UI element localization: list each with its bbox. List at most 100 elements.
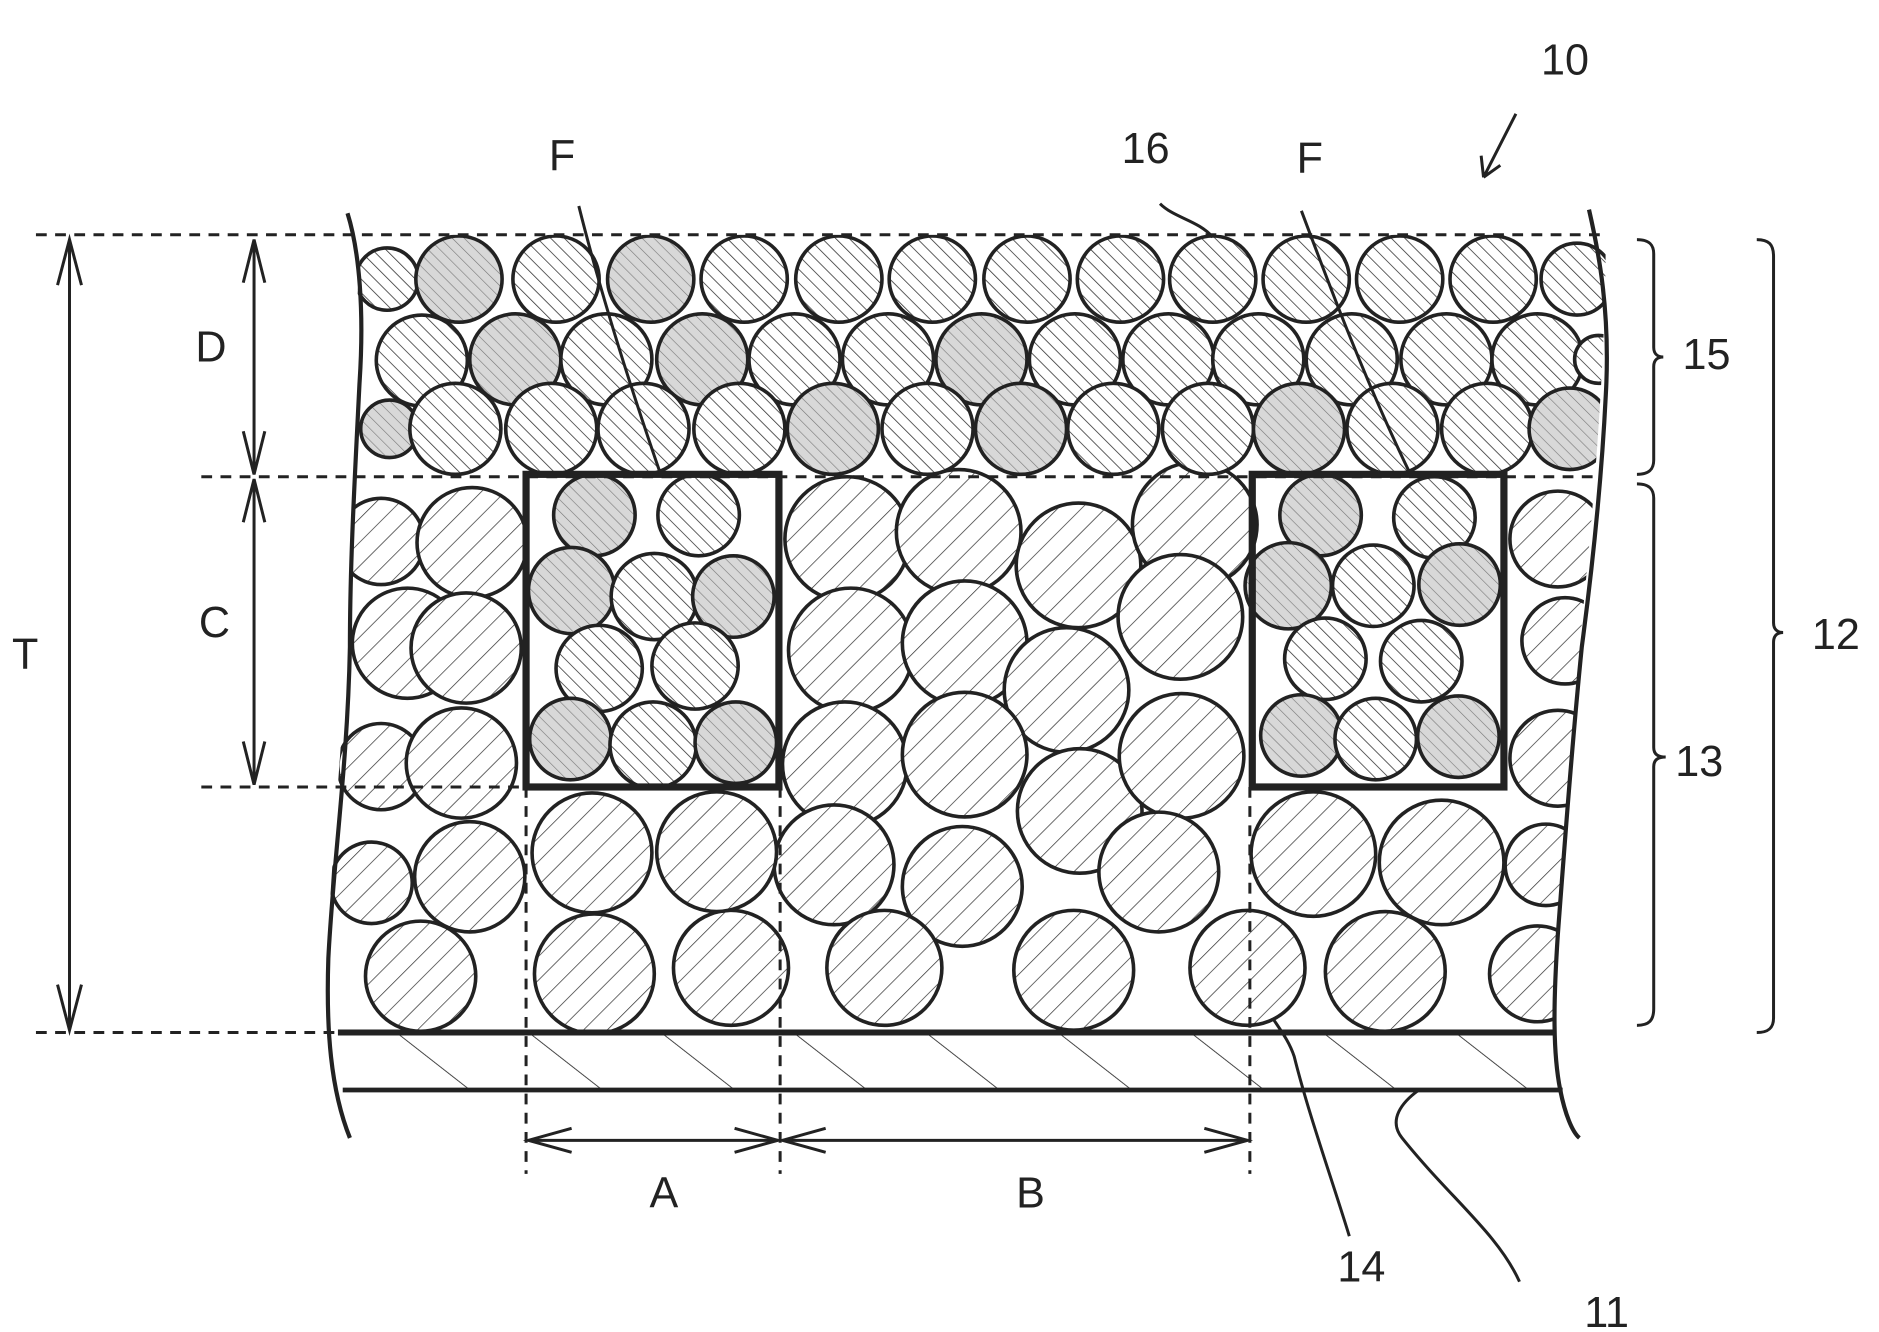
large-particle [1188,908,1307,1028]
small-particle [596,381,691,477]
bracket-12 [1756,238,1784,1035]
label-14: 14 [1337,1244,1385,1292]
small-particle [408,381,503,477]
label-a: A [650,1169,679,1217]
small-particle [1527,386,1606,472]
small-particle [1243,540,1334,631]
small-particle [354,246,421,313]
large-particle [415,485,530,600]
small-particle [608,700,699,790]
leader-14 [1271,1017,1351,1237]
current-collector-11 [341,1032,1555,1091]
large-particle [1508,708,1606,808]
small-particle [1417,542,1503,628]
leader-16 [1158,202,1214,239]
small-particle [1261,234,1352,325]
small-particle [887,234,978,325]
label-10: 10 [1541,36,1589,84]
small-particle [527,696,613,782]
small-particle [1075,234,1166,325]
small-particle [785,381,881,477]
small-particle [1251,381,1347,477]
small-particle [605,234,696,325]
small-particle [1539,241,1606,317]
small-particle [1065,381,1161,477]
small-particle [1258,692,1344,778]
small-particle [1354,234,1445,325]
small-particle [1439,381,1535,477]
small-particle [793,234,884,325]
small-particle [1160,381,1256,477]
dimension-d-arrow [241,239,267,475]
large-particle [1097,810,1221,934]
small-particle [526,545,617,636]
large-particle [1011,908,1136,1032]
small-particle [973,381,1069,477]
region-f-right-particles [1243,472,1503,782]
small-particle [1282,616,1368,702]
large-particle [900,824,1024,949]
large-particle [900,690,1029,819]
label-f-right: F [1297,134,1323,182]
leader-11 [1394,1088,1521,1283]
label-f-left: F [549,132,575,180]
small-particle [880,381,975,477]
large-particle [1503,822,1589,908]
large-particle [654,789,779,914]
label-13: 13 [1675,738,1723,786]
large-particle [532,912,657,1036]
large-particle [404,706,519,820]
bracket-13 [1636,482,1666,1027]
small-particle [503,381,599,477]
large-particle [783,474,912,604]
small-particle [1448,234,1539,325]
large-particle [1377,798,1506,927]
leader-f-left [577,205,663,478]
dimension-c-arrow [241,478,267,785]
dimension-a-arrow [522,1126,784,1154]
large-particle [363,919,478,1034]
small-particle [693,700,779,786]
large-particle [1487,924,1588,1024]
label-d: D [195,324,226,372]
small-particle [690,554,776,640]
large-particle [412,819,527,934]
large-particle [1116,552,1245,681]
large-particle [825,908,944,1028]
small-particle [692,381,787,477]
large-particle [772,803,896,927]
large-particle [328,840,415,926]
small-particle [1333,696,1419,782]
small-particle [650,621,740,711]
small-particle [511,234,601,325]
small-particle [656,472,742,558]
small-particle [1330,543,1416,629]
small-particle [1572,333,1606,386]
large-particle [530,791,654,915]
label-t: T [12,630,38,678]
small-particle [1378,618,1464,704]
label-16: 16 [1122,125,1170,173]
large-particle [1508,489,1606,589]
large-particle [409,591,524,705]
dimension-b-arrow [776,1126,1254,1154]
region-f-left-box [522,470,783,791]
region-f-left-particles [526,472,779,790]
large-particle [1249,789,1378,919]
right-break-edge [1552,209,1609,1140]
label-c: C [199,599,230,647]
large-particle [1520,595,1606,686]
label-12: 12 [1812,611,1860,659]
large-particle [894,467,1023,596]
surface-layer-15 [354,234,1606,477]
small-particle [699,234,790,325]
label-b: B [1016,1169,1045,1217]
small-particle [1167,234,1258,325]
bracket-15 [1636,238,1664,476]
large-particle [786,586,915,715]
leader-f-right [1299,210,1413,478]
left-break-edge [325,212,364,1139]
large-particle [1323,909,1447,1034]
region-f-right-box [1248,470,1508,791]
